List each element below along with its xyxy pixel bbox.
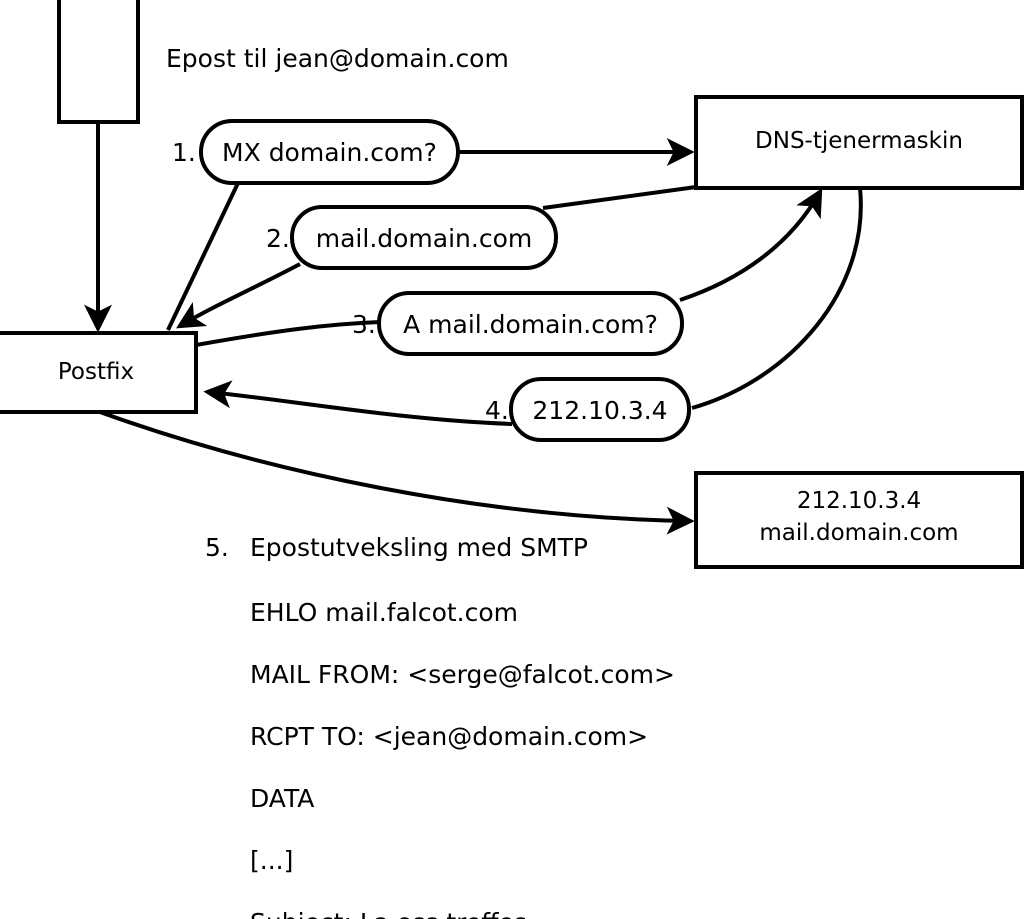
- step-2-label[interactable]: mail.domain.com: [315, 224, 533, 253]
- smtp-transcript-line: EHLO mail.falcot.com: [250, 598, 519, 627]
- postfix-node: [0, 331, 198, 414]
- mailserver-ip-label: 212.10.3.4: [796, 488, 922, 514]
- dns-node: [694, 95, 1024, 190]
- step4-pill[interactable]: [509, 377, 691, 442]
- smtp-transcript-line: MAIL FROM: <serge@falcot.com>: [250, 660, 675, 689]
- edge-step3-to-dns: [679, 187, 823, 302]
- step-1-number: 1.: [172, 138, 196, 167]
- edge-dns-to-step2: [542, 185, 697, 210]
- smtp-transcript-line: RCPT TO: <jean@domain.com>: [250, 722, 649, 751]
- page-title: Epost til jean@domain.com: [166, 44, 509, 73]
- edge-postfix-to-mailserver: [99, 410, 695, 535]
- step-3-number: 3.: [352, 310, 376, 339]
- step-5-label: Epostutveksling med SMTP: [250, 533, 589, 562]
- step-4-label[interactable]: 212.10.3.4: [532, 396, 668, 425]
- step2-pill[interactable]: [290, 205, 558, 270]
- step-1-label[interactable]: MX domain.com?: [222, 138, 437, 167]
- step3-pill[interactable]: [377, 291, 684, 356]
- smtp-transcript-line: [...]: [250, 846, 294, 875]
- step-5-number: 5.: [205, 533, 229, 562]
- edge-postfix-to-step1: [166, 182, 240, 331]
- mailserver-host-label: mail.domain.com: [759, 520, 959, 546]
- step1-pill[interactable]: [199, 119, 460, 185]
- step-4-number: 4.: [485, 396, 509, 425]
- step-2-number: 2.: [266, 224, 290, 253]
- edge-step2-to-postfix: [175, 262, 301, 329]
- postfix-node-label: Postfix: [57, 359, 135, 385]
- client-node: [57, 0, 140, 124]
- edge-postfix-to-step3: [195, 320, 381, 347]
- dns-node-label: DNS-tjenermaskin: [755, 128, 963, 154]
- smtp-transcript-line: Subject: La oss treffes: [250, 910, 675, 919]
- edge-dns-to-step4: [691, 187, 863, 410]
- mailserver-node: [694, 471, 1024, 569]
- edge-step4-to-postfix: [203, 380, 513, 426]
- smtp-transcript-line: DATA: [250, 784, 315, 813]
- step-3-label[interactable]: A mail.domain.com?: [403, 310, 658, 339]
